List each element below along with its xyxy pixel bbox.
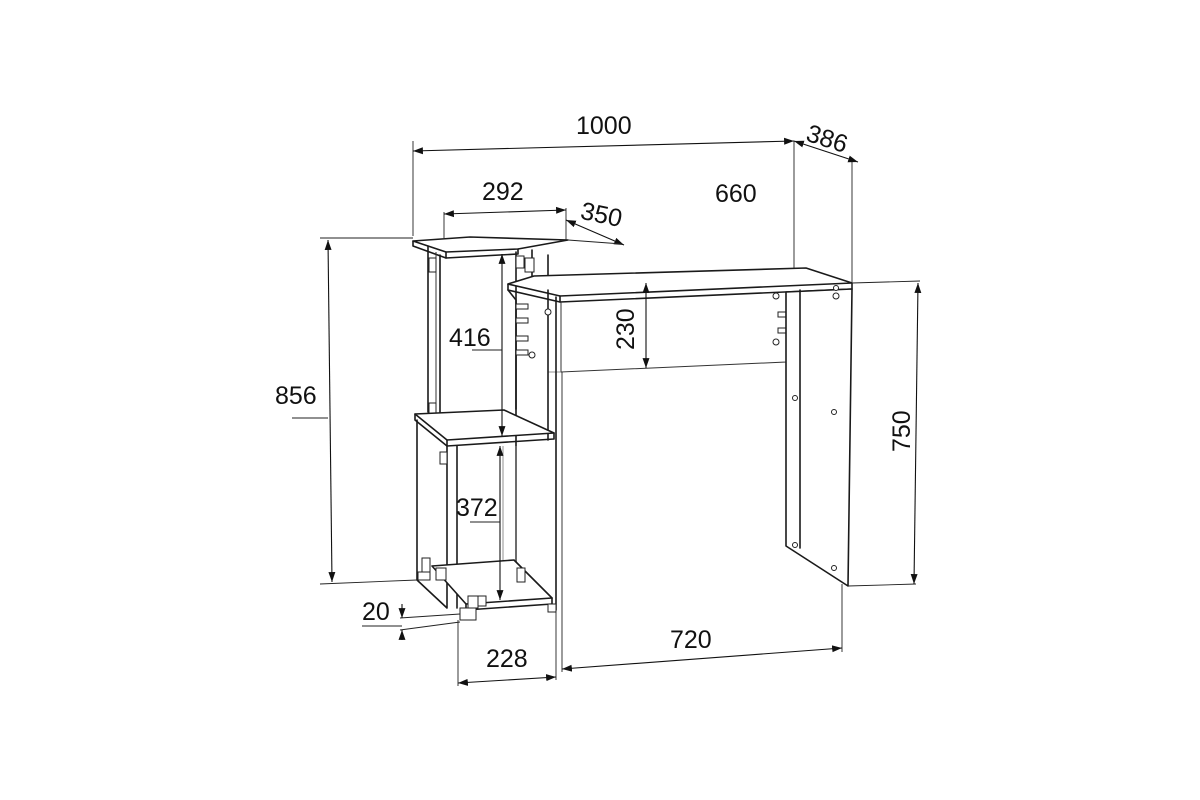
cabinet-feet <box>417 571 557 621</box>
right-leg-panel <box>785 285 853 587</box>
desk-body <box>412 236 853 621</box>
label-upper-gap: 416 <box>449 324 491 352</box>
label-cabinet-width: 228 <box>486 645 528 673</box>
upper-left-panel <box>427 245 441 416</box>
dimension-lines <box>292 137 922 686</box>
label-foot-height: 20 <box>362 598 390 626</box>
label-depth-total: 386 <box>803 119 851 159</box>
upper-middle-post <box>515 249 549 410</box>
label-shelf-depth: 350 <box>578 197 625 233</box>
top-shelf <box>412 236 569 259</box>
label-leg-span: 720 <box>670 626 712 654</box>
label-modesty-panel: 230 <box>612 308 640 350</box>
label-total-height: 856 <box>275 382 317 410</box>
label-rear-span: 660 <box>715 180 757 208</box>
label-width-total: 1000 <box>576 112 632 140</box>
desk-top <box>507 267 853 303</box>
lower-cabinet <box>416 419 553 611</box>
middle-shelf <box>414 409 555 447</box>
label-lower-gap: 372 <box>456 494 498 522</box>
label-shelf-width: 292 <box>482 178 524 206</box>
modesty-panel <box>548 292 787 373</box>
label-desk-height: 750 <box>888 410 916 452</box>
dimension-labels: 1000 386 292 350 660 856 416 230 750 372… <box>275 112 916 673</box>
